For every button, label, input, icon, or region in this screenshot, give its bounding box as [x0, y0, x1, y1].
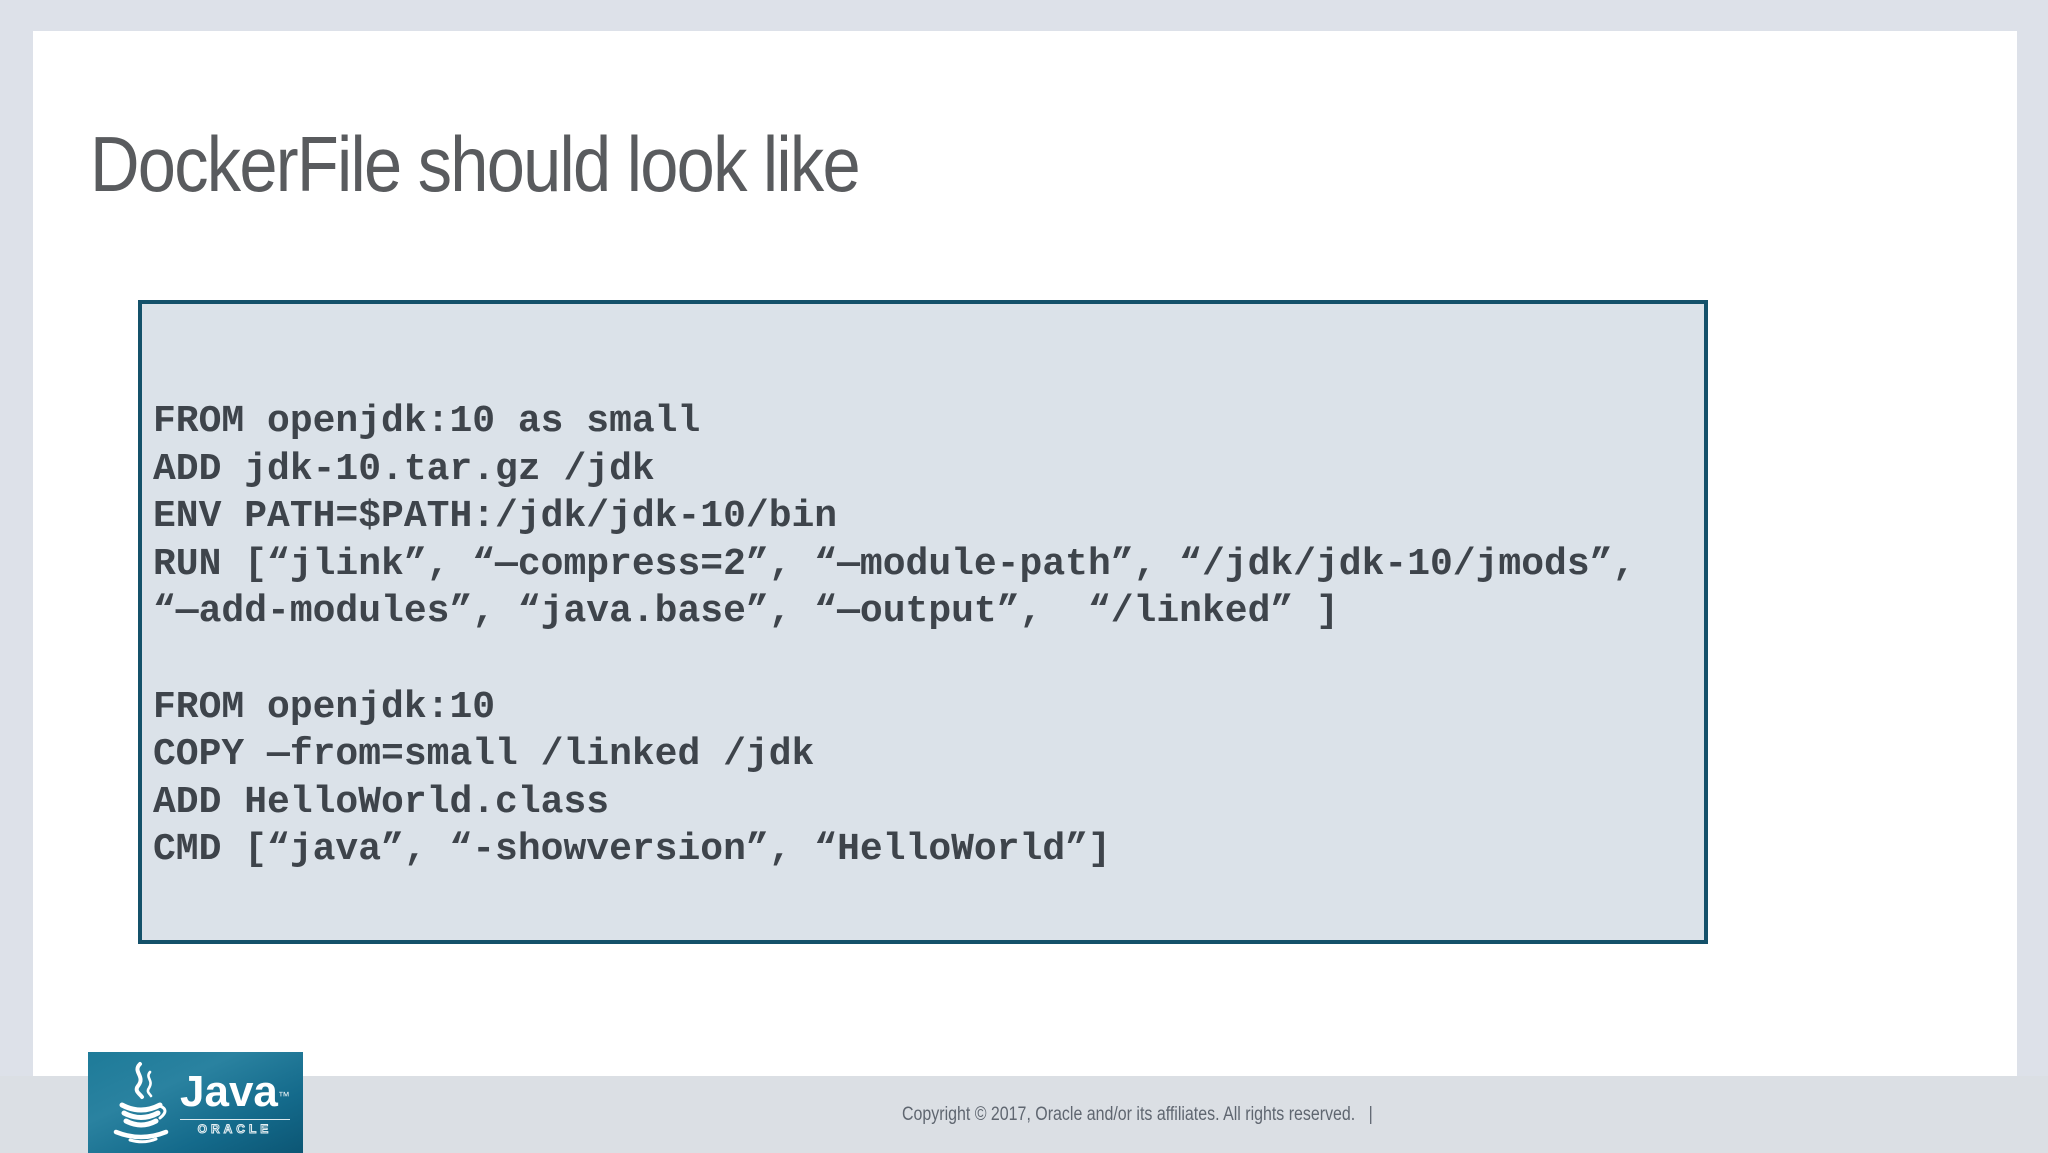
- copyright-label: Copyright © 2017, Oracle and/or its affi…: [902, 1104, 1356, 1125]
- trademark-symbol: ™: [277, 1088, 290, 1103]
- slide-title: DockerFile should look like: [90, 120, 861, 208]
- footer-bar: Copyright © 2017, Oracle and/or its affi…: [0, 1076, 2048, 1153]
- copyright-text: Copyright © 2017, Oracle and/or its affi…: [902, 1104, 1373, 1126]
- java-brand-text: Java: [180, 1067, 278, 1116]
- java-wordmark: Java™ ORACLE: [180, 1067, 290, 1136]
- java-oracle-logo: Java™ ORACLE: [88, 1052, 303, 1153]
- footer-separator: |: [1368, 1104, 1373, 1125]
- oracle-brand-text: ORACLE: [180, 1119, 290, 1136]
- java-cup-icon: [113, 1061, 169, 1143]
- dockerfile-code-box: FROM openjdk:10 as small ADD jdk-10.tar.…: [138, 300, 1708, 944]
- slide-surface: DockerFile should look like FROM openjdk…: [33, 31, 2017, 1076]
- dockerfile-code: FROM openjdk:10 as small ADD jdk-10.tar.…: [153, 400, 1636, 872]
